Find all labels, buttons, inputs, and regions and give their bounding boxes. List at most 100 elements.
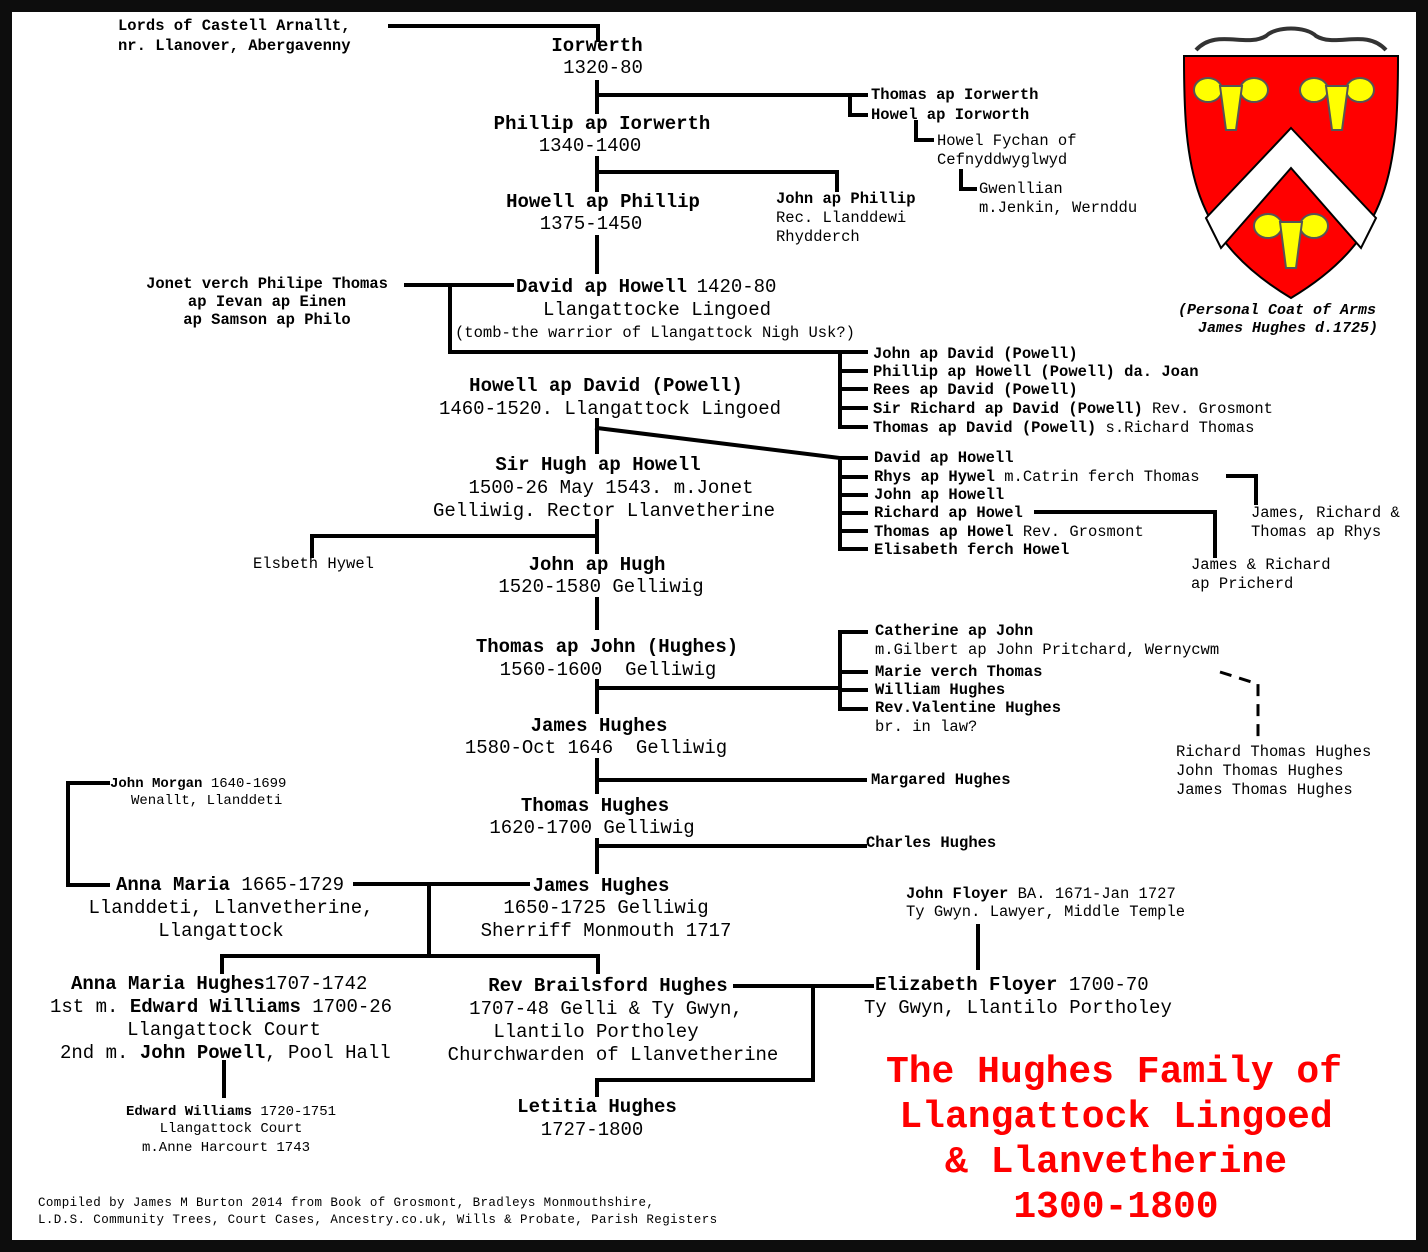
howell-ap-david-dates: 1460-1520. Llangattock Lingoed [438,398,782,420]
david-child: Rees ap David (Powell) [873,381,1078,399]
howel-fychan-line1: Howel Fychan of [937,132,1077,150]
title-line1: The Hughes Family of [885,1051,1343,1094]
connector-elsbeth [310,534,599,558]
jonet-line3: ap Samson ap Philo [183,311,351,329]
anna-maria-hughes-m1: 1st m. Edward Williams 1700-26 [50,996,393,1018]
john-ap-phillip-line2: Rhydderch [776,228,860,246]
thomas-hughes-dates: 1620-1700 Gelliwig [489,817,695,839]
brailsford-line3: Churchwarden of Llanvetherine [447,1044,779,1066]
connector-richard [1034,510,1217,558]
thomas-ap-john-name: Thomas ap John (Hughes) [475,636,739,658]
david-child: John ap David (Powell) [873,345,1078,363]
connector-james-thomas [595,758,867,794]
connector-thomas-james2 [595,838,867,874]
william-child: John Thomas Hughes [1176,762,1344,780]
rev-valentine-hughes: Rev.Valentine Hughes [875,699,1062,717]
richard-children-line2: ap Pricherd [1191,575,1294,593]
connector-gwenllian [959,169,977,191]
john-ap-phillip-line1: Rec. Llanddewi [776,209,907,227]
david-child: Thomas ap David (Powell) s.Richard Thoma… [873,419,1255,437]
anna-maria: Anna Maria 1665-1729 [116,874,345,896]
james-hughes-2-name: James Hughes [532,875,670,897]
anna-maria-hughes-m1-place: Llangattock Court [127,1019,321,1041]
lords-line1: Lords of Castell Arnallt, [118,17,351,35]
david-note: (tomb-the warrior of Llangattock Nigh Us… [455,324,855,342]
connector-jonet [404,283,842,354]
connector-rhys [1226,474,1258,505]
lords-line2: nr. Llanover, Abergavenny [118,37,351,55]
brailsford-line1: 1707-48 Gelli & Ty Gwyn, [469,998,743,1020]
connector-brailsford [595,984,874,1097]
elizabeth-floyer: Elizabeth Floyer 1700-70 [875,974,1149,996]
david-child: Sir Richard ap David (Powell) Rev. Grosm… [873,400,1273,418]
howell-child: Thomas ap Howel Rev. Grosmont [874,523,1144,541]
anna-maria-hughes: Anna Maria Hughes1707-1742 [71,973,368,995]
john-ap-hugh-name: John ap Hugh [528,554,666,576]
edward-williams-line1: Llangattock Court [159,1121,303,1137]
brailsford-name: Rev Brailsford Hughes [488,975,728,997]
valentine-note: br. in law? [875,718,978,736]
thomas-hughes-name: Thomas Hughes [520,795,670,817]
john-floyer-place: Ty Gwyn. Lawyer, Middle Temple [906,903,1186,921]
rhys-children-line2: Thomas ap Rhys [1251,523,1382,541]
coat-of-arms-icon [1182,26,1400,300]
child-thomas-ap-iorwerth: Thomas ap Iorwerth [871,86,1039,104]
howel-fychan-line2: Cefnyddwyglwyd [937,151,1068,169]
connector-john-ap-phillip [595,170,839,192]
john-morgan: John Morgan 1640-1699 [110,776,287,792]
connector-david-children [838,350,868,429]
family-tree-canvas [12,12,1416,1240]
catherine-note: m.Gilbert ap John Pritchard, Wernycwm [875,641,1220,659]
elizabeth-floyer-place: Ty Gwyn, Llantilo Portholey [864,997,1172,1019]
edward-williams: Edward Williams 1720-1751 [125,1104,337,1120]
anna-maria-line1: Llanddeti, Llanvetherine, [88,897,374,919]
brailsford-line2: Llantilo Portholey [493,1021,699,1043]
person-iorwerth-name: Iorwerth [551,35,643,57]
connector-howell-children [594,425,868,551]
howell-child: Rhys ap Hywel m.Catrin ferch Thomas [874,468,1200,486]
margared-hughes: Margared Hughes [871,771,1011,789]
howell-child: John ap Howell [874,486,1005,504]
anna-maria-line2: Llangattock [158,920,284,942]
howell-child: David ap Howell [874,449,1014,467]
james-hughes-1-name: James Hughes [530,715,668,737]
john-morgan-place: Wenallt, Llanddeti [131,793,283,809]
connector-lords [388,24,600,42]
sir-hugh-name: Sir Hugh ap Howell [495,454,701,476]
connector-marriage-james [220,882,600,974]
richard-children-line1: James & Richard [1191,556,1331,574]
person-david-ap-howell: David ap Howell 1420-80 [516,278,776,297]
child-howel-ap-iorworth: Howel ap Iorworth [871,106,1030,124]
connector-dashed [1219,670,1260,742]
edward-williams-line2: m.Anne Harcourt 1743 [141,1140,311,1156]
gwenllian-line1: Gwenllian [979,180,1063,198]
jonet-line1: Jonet verch Philipe Thomas [146,275,388,293]
letitia-dates: 1727-1800 [540,1119,644,1141]
person-phillip-name: Phillip ap Iorwerth [493,113,711,135]
connector-john-morgan [66,781,110,887]
person-howell-ap-phillip-dates: 1375-1450 [539,213,643,235]
elsbeth-hywel: Elsbeth Hywel [253,555,374,573]
person-iorwerth-dates: 1320-80 [563,57,643,79]
john-ap-hugh-dates: 1520-1580 Gelliwig [498,576,704,598]
coat-caption-line1: (Personal Coat of Arms [1178,302,1377,319]
footer-line1: Compiled by James M Burton 2014 from Boo… [38,1196,655,1210]
connector-thomas-children [595,630,868,711]
james-hughes-2-line1: 1650-1725 Gelliwig [503,897,709,919]
john-floyer: John Floyer BA. 1671-Jan 1727 [906,885,1176,903]
footer-line2: L.D.S. Community Trees, Court Cases, Anc… [38,1213,718,1227]
david-place: Llangattocke Lingoed [542,299,772,321]
catherine-ap-john: Catherine ap John [875,622,1034,640]
james-hughes-1-dates: 1580-Oct 1646 Gelliwig [464,737,728,759]
william-child: James Thomas Hughes [1176,781,1353,799]
gwenllian-line2: m.Jenkin, Wernddu [979,199,1138,217]
james-hughes-2-line2: Sherriff Monmouth 1717 [480,920,732,942]
rhys-children-line1: James, Richard & [1251,504,1400,522]
letitia-name: Letitia Hughes [517,1096,677,1118]
anna-maria-hughes-m2: 2nd m. John Powell, Pool Hall [60,1042,391,1064]
howell-child: Richard ap Howel [874,504,1023,522]
sir-hugh-line2: Gelliwig. Rector Llanvetherine [432,500,776,522]
person-howell-ap-phillip-name: Howell ap Phillip [506,191,700,213]
charles-hughes: Charles Hughes [866,834,997,852]
